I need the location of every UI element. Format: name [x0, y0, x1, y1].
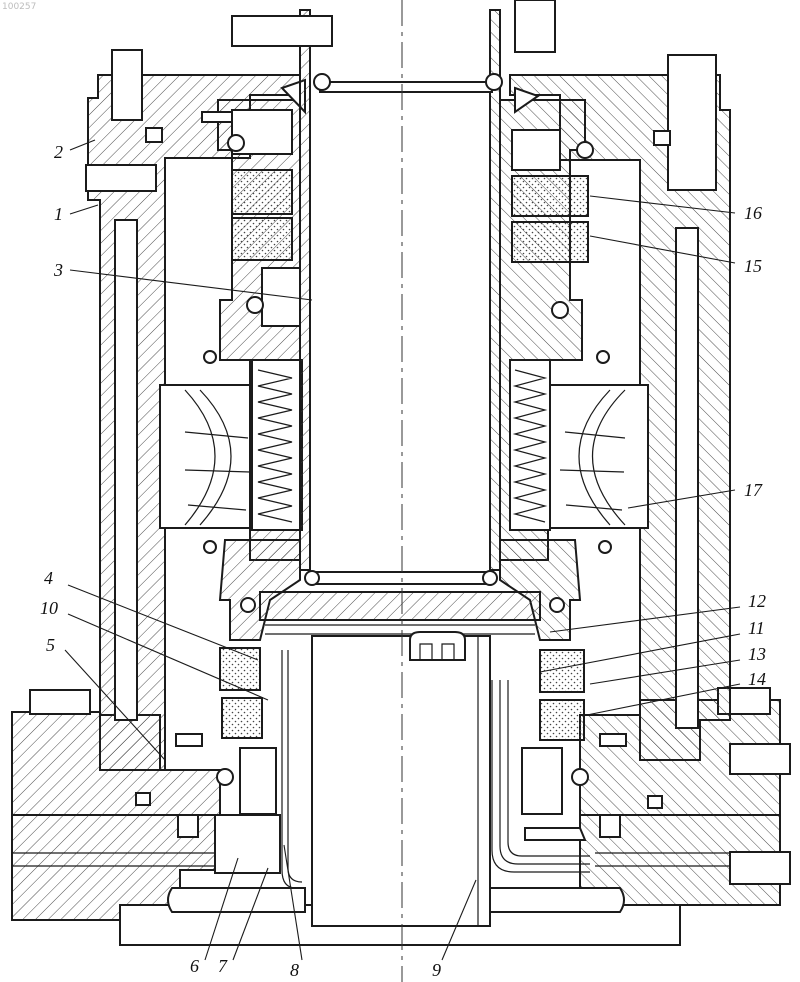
callout-6: 6: [190, 956, 199, 976]
callout-15: 15: [744, 256, 762, 276]
callout-7: 7: [218, 956, 228, 976]
callout-2: 2: [54, 142, 63, 162]
callout-16: 16: [744, 203, 762, 223]
callout-4: 4: [44, 568, 53, 588]
callout-10: 10: [40, 598, 58, 618]
callout-1: 1: [54, 204, 63, 224]
callout-3: 3: [53, 260, 63, 280]
callout-13: 13: [748, 644, 766, 664]
left-inner-assembly: [160, 80, 305, 814]
callout-14: 14: [748, 669, 766, 689]
callout-9: 9: [432, 960, 441, 980]
callout-11: 11: [748, 618, 765, 638]
callout-12: 12: [748, 591, 766, 611]
callout-17: 17: [744, 480, 763, 500]
corner-mark: 100257: [2, 2, 36, 12]
callout-8: 8: [290, 960, 299, 980]
callout-5: 5: [46, 635, 55, 655]
